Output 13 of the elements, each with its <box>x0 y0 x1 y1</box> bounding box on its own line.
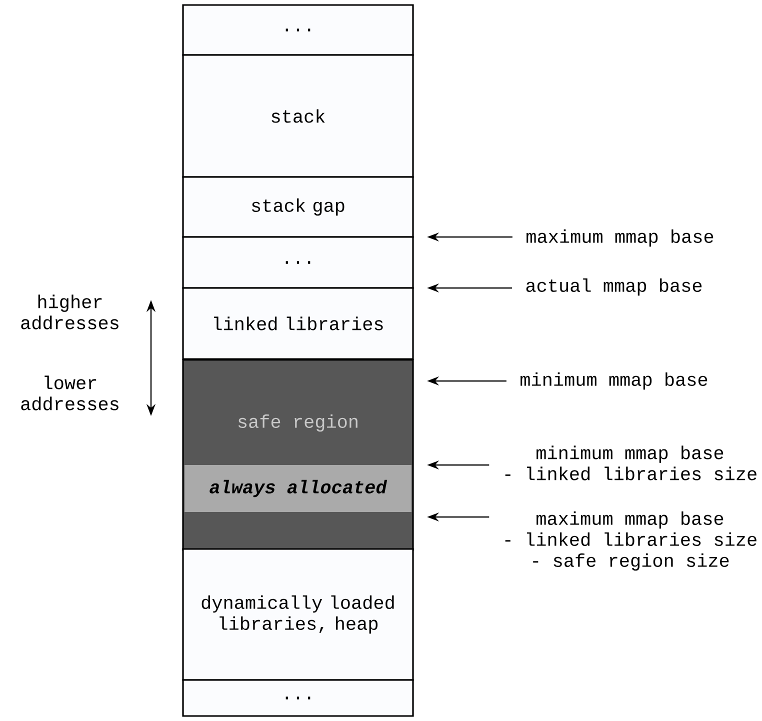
direction-label: lower addresses <box>21 376 118 410</box>
allocated-band: always allocated <box>184 465 412 512</box>
address-label: minimum mmap base <box>520 372 708 390</box>
address-label: maximum mmap base <box>526 229 714 247</box>
memory-block: linked libraries <box>182 287 414 360</box>
address-label: minimum mmap base - linked libraries size <box>505 446 756 480</box>
memory-block: ... <box>182 679 414 717</box>
address-label: actual mmap base <box>526 278 702 296</box>
direction-label: higher addresses <box>21 294 118 330</box>
memory-block: ... <box>182 4 414 56</box>
memory-block: stack gap <box>182 176 414 238</box>
address-label: maximum mmap base - linked libraries size - safe region size <box>505 511 756 571</box>
memory-block: ... <box>182 236 414 289</box>
